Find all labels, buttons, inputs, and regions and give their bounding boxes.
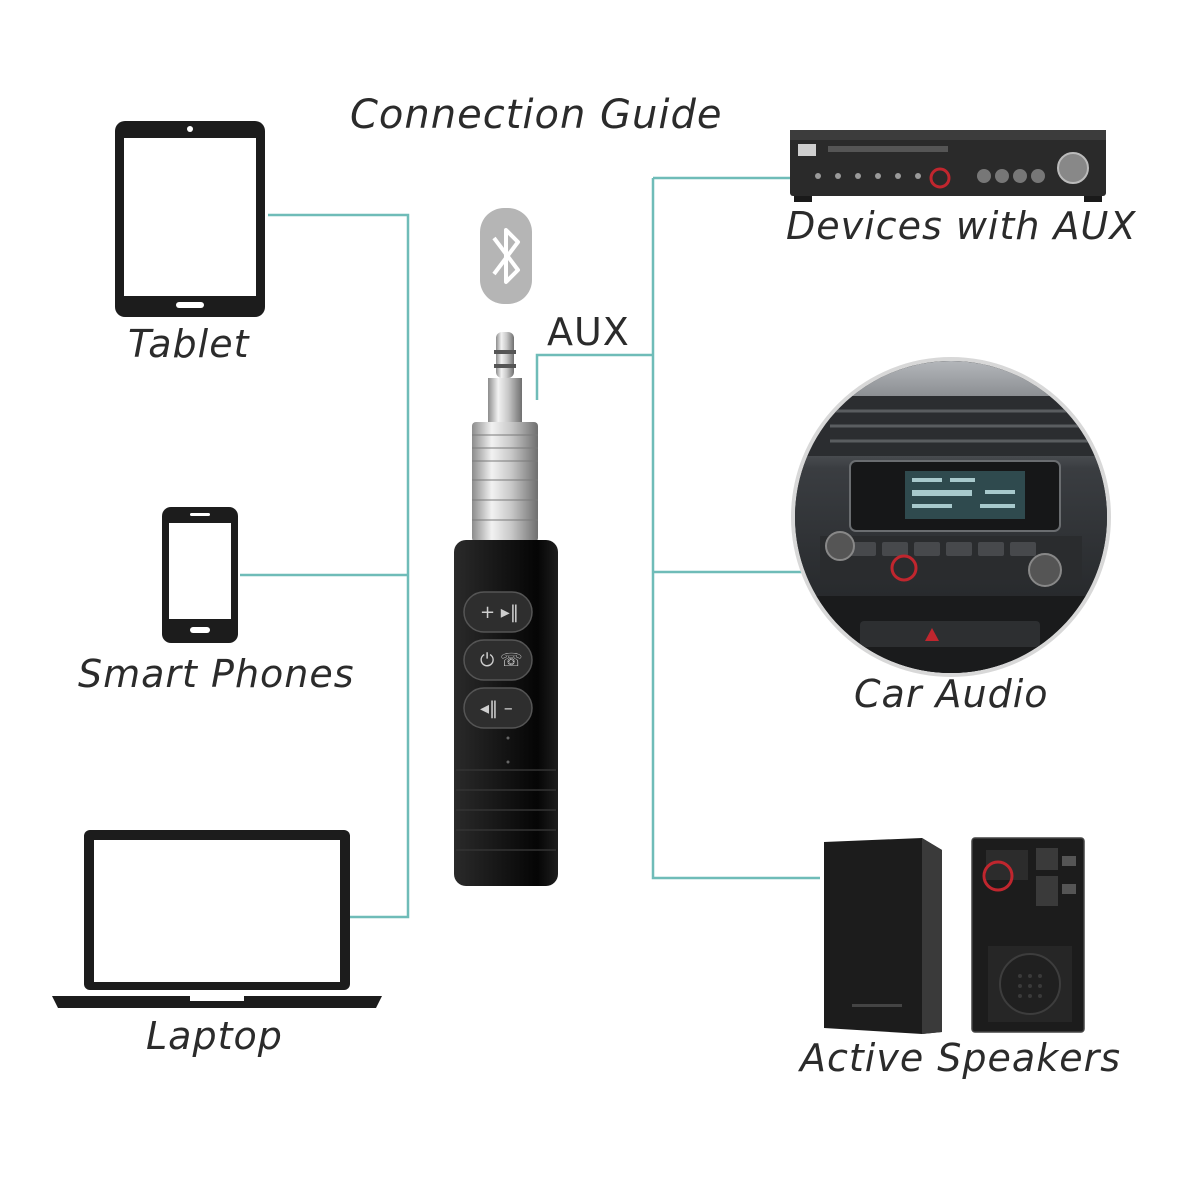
smartphone-icon — [162, 507, 238, 643]
device-label-devices-with-aux: Devices with AUX — [786, 204, 1137, 248]
tablet-icon — [115, 121, 265, 317]
bluetooth-icon — [480, 208, 532, 304]
svg-text:◂‖ –: ◂‖ – — [480, 698, 513, 719]
device-label-laptop: Laptop — [146, 1014, 283, 1058]
device-label-car-audio: Car Audio — [854, 672, 1049, 716]
receiver-button-volume-up-play — [463, 591, 533, 633]
receiver-button-power-call — [463, 639, 533, 681]
aux-plug-tip — [496, 332, 514, 378]
aux-connector-line — [535, 353, 653, 400]
svg-text:⏻ ☏: ⏻ ☏ — [480, 650, 522, 671]
aux-port-highlight — [929, 167, 951, 189]
amplifier-icon — [790, 130, 1106, 202]
right-bus-line — [651, 178, 820, 880]
tablet-connector-line — [268, 213, 410, 919]
receiver-button-previous-volume-down — [463, 687, 533, 729]
diagram-title: Connection Guide — [350, 92, 723, 138]
aux-label: AUX — [547, 310, 630, 354]
device-label-tablet: Tablet — [128, 322, 250, 366]
aux-port-highlight — [890, 554, 918, 582]
bluetooth-receiver: + ▸‖ ⏻ ☏ ◂‖ – — [454, 332, 558, 886]
car-audio-icon — [791, 357, 1111, 677]
aux-port-highlight — [982, 860, 1014, 892]
laptop-icon — [52, 830, 382, 1008]
svg-text:+ ▸‖: + ▸‖ — [480, 602, 519, 623]
active-speakers-icon — [824, 837, 1085, 1034]
device-label-smart-phones: Smart Phones — [78, 652, 355, 696]
device-label-active-speakers: Active Speakers — [800, 1036, 1122, 1080]
